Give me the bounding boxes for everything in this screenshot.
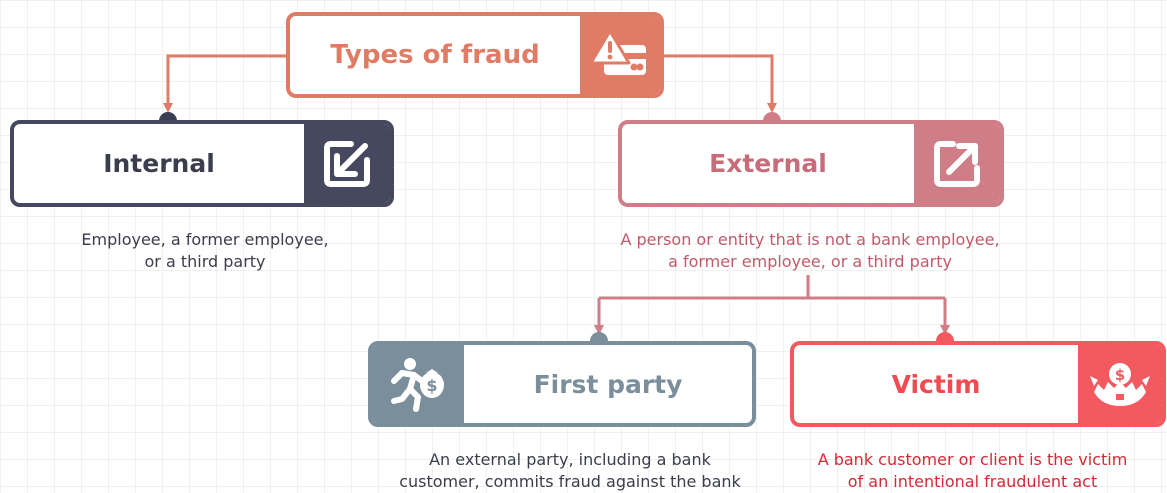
victim-node: Victim $ [790,341,1166,427]
external-description: A person or entity that is not a bank em… [560,229,1060,273]
svg-text:$: $ [426,376,437,395]
root-title: Types of fraud [330,40,540,70]
internal-description-line-1: Employee, a former employee, [81,230,329,249]
connector-root-external [660,54,777,113]
internal-description: Employee, a former employee, or a third … [20,229,390,273]
external-description-line-2: a former employee, or a third party [668,252,952,271]
svg-text:$: $ [1115,366,1125,384]
arrow-up-right-icon [914,124,1000,203]
victim-title: Victim [891,369,981,399]
victim-description-line-2: of an intentional fraudulent act [847,472,1098,491]
arrow-down-left-icon [304,124,390,203]
root-node: Types of fraud [286,12,664,98]
first-party-description-line-2: customer, commits fraud against the bank [399,472,741,491]
connector-root-internal [163,54,288,113]
victim-description-line-1: A bank customer or client is the victim [817,450,1128,469]
warning-card-icon [580,16,660,94]
connector-external-children [597,275,947,328]
internal-description-line-2: or a third party [144,252,266,271]
first-party-title: First party [533,369,683,399]
bear-trap-money-icon: $ [1078,345,1162,423]
internal-node: Internal [10,120,394,207]
first-party-node: $ First party [368,341,756,427]
external-node: External [618,120,1004,207]
first-party-description: An external party, including a bank cust… [360,449,780,493]
first-party-description-line-1: An external party, including a bank [429,450,711,469]
external-description-line-1: A person or entity that is not a bank em… [620,230,1000,249]
victim-description: A bank customer or client is the victim … [780,449,1165,493]
runner-money-bag-icon: $ [372,345,464,423]
external-title: External [709,149,827,178]
internal-title: Internal [103,149,215,178]
